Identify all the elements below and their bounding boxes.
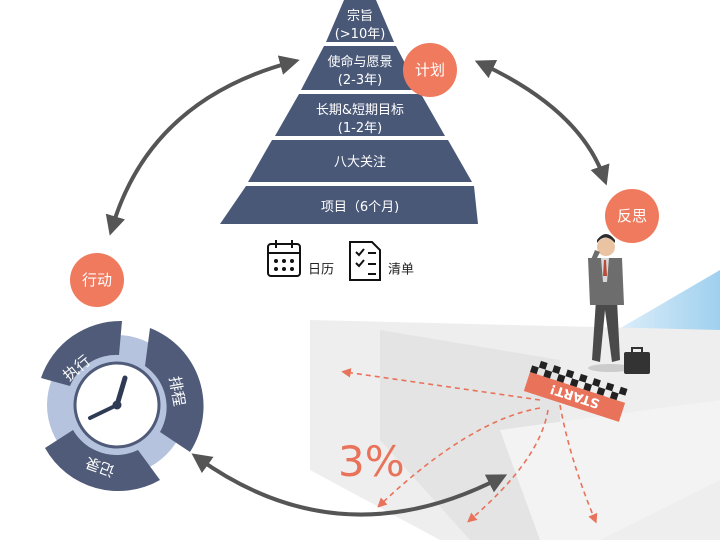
tier-4-label: 八大关注	[334, 155, 386, 170]
tier-2-line2: (2-3年)	[338, 73, 382, 88]
cycle-arrows	[105, 55, 610, 517]
dashed-arrow-down-left	[377, 407, 541, 508]
wheel-segment-execute	[41, 320, 122, 386]
businessman-figure	[588, 234, 650, 374]
road-side	[500, 400, 720, 540]
crossroad: START! 3%	[310, 270, 720, 540]
pyramid: 宗旨 (>10年) 使命与愿景 (2-3年) 长期&短期目标 (1-2年) 八大…	[220, 0, 478, 224]
pyramid-tier-2	[301, 46, 419, 90]
percent-label: 3%	[338, 437, 405, 486]
tier-2-line1: 使命与愿景	[327, 54, 392, 70]
calendar-tool: 日历	[267, 240, 334, 278]
checklist-icon	[349, 241, 381, 281]
tier-3-line2: (1-2年)	[338, 121, 382, 136]
segment-schedule-label: 排程	[165, 375, 188, 408]
dashed-arrows	[341, 368, 598, 524]
pyramid-tier-1	[326, 0, 394, 42]
tier-1-line1: 宗旨	[347, 8, 373, 24]
plan-label: 计划	[415, 61, 445, 79]
cycle-label-plan: 计划	[403, 43, 457, 97]
checklist-label: 清单	[388, 263, 414, 278]
tier-5-label: 项目（6个月)	[321, 200, 399, 215]
clock-hands-icon	[88, 375, 128, 420]
reflect-label: 反思	[617, 207, 647, 225]
tier-3-line1: 长期&短期目标	[316, 103, 404, 118]
calendar-icon	[267, 240, 301, 277]
cycle-label-reflect: 反思	[605, 189, 659, 243]
dashed-arrow-down-right	[559, 404, 598, 524]
arrow-act-to-plan	[105, 55, 300, 236]
checklist-tool: 清单	[349, 241, 414, 281]
pyramid-tier-5	[220, 186, 478, 224]
arrow-wheel-to-road	[191, 453, 508, 517]
wheel-segment-schedule	[145, 328, 204, 452]
clock-wheel: 执行 排程 记录	[41, 320, 204, 492]
act-label: 行动	[82, 271, 112, 289]
tier-1-line2: (>10年)	[335, 27, 386, 42]
pyramid-tier-3	[275, 94, 445, 136]
arrow-plan-to-reflect	[474, 60, 610, 186]
dashed-arrow-down	[467, 409, 549, 523]
calendar-label: 日历	[308, 263, 334, 278]
checker-flag	[530, 360, 628, 401]
wheel-segment-record	[45, 430, 160, 492]
start-line: START!	[523, 360, 628, 422]
briefcase-icon	[624, 352, 650, 374]
cycle-label-act: 行动	[70, 253, 124, 307]
pyramid-tier-4	[248, 140, 472, 182]
dashed-arrow-left	[341, 368, 541, 401]
